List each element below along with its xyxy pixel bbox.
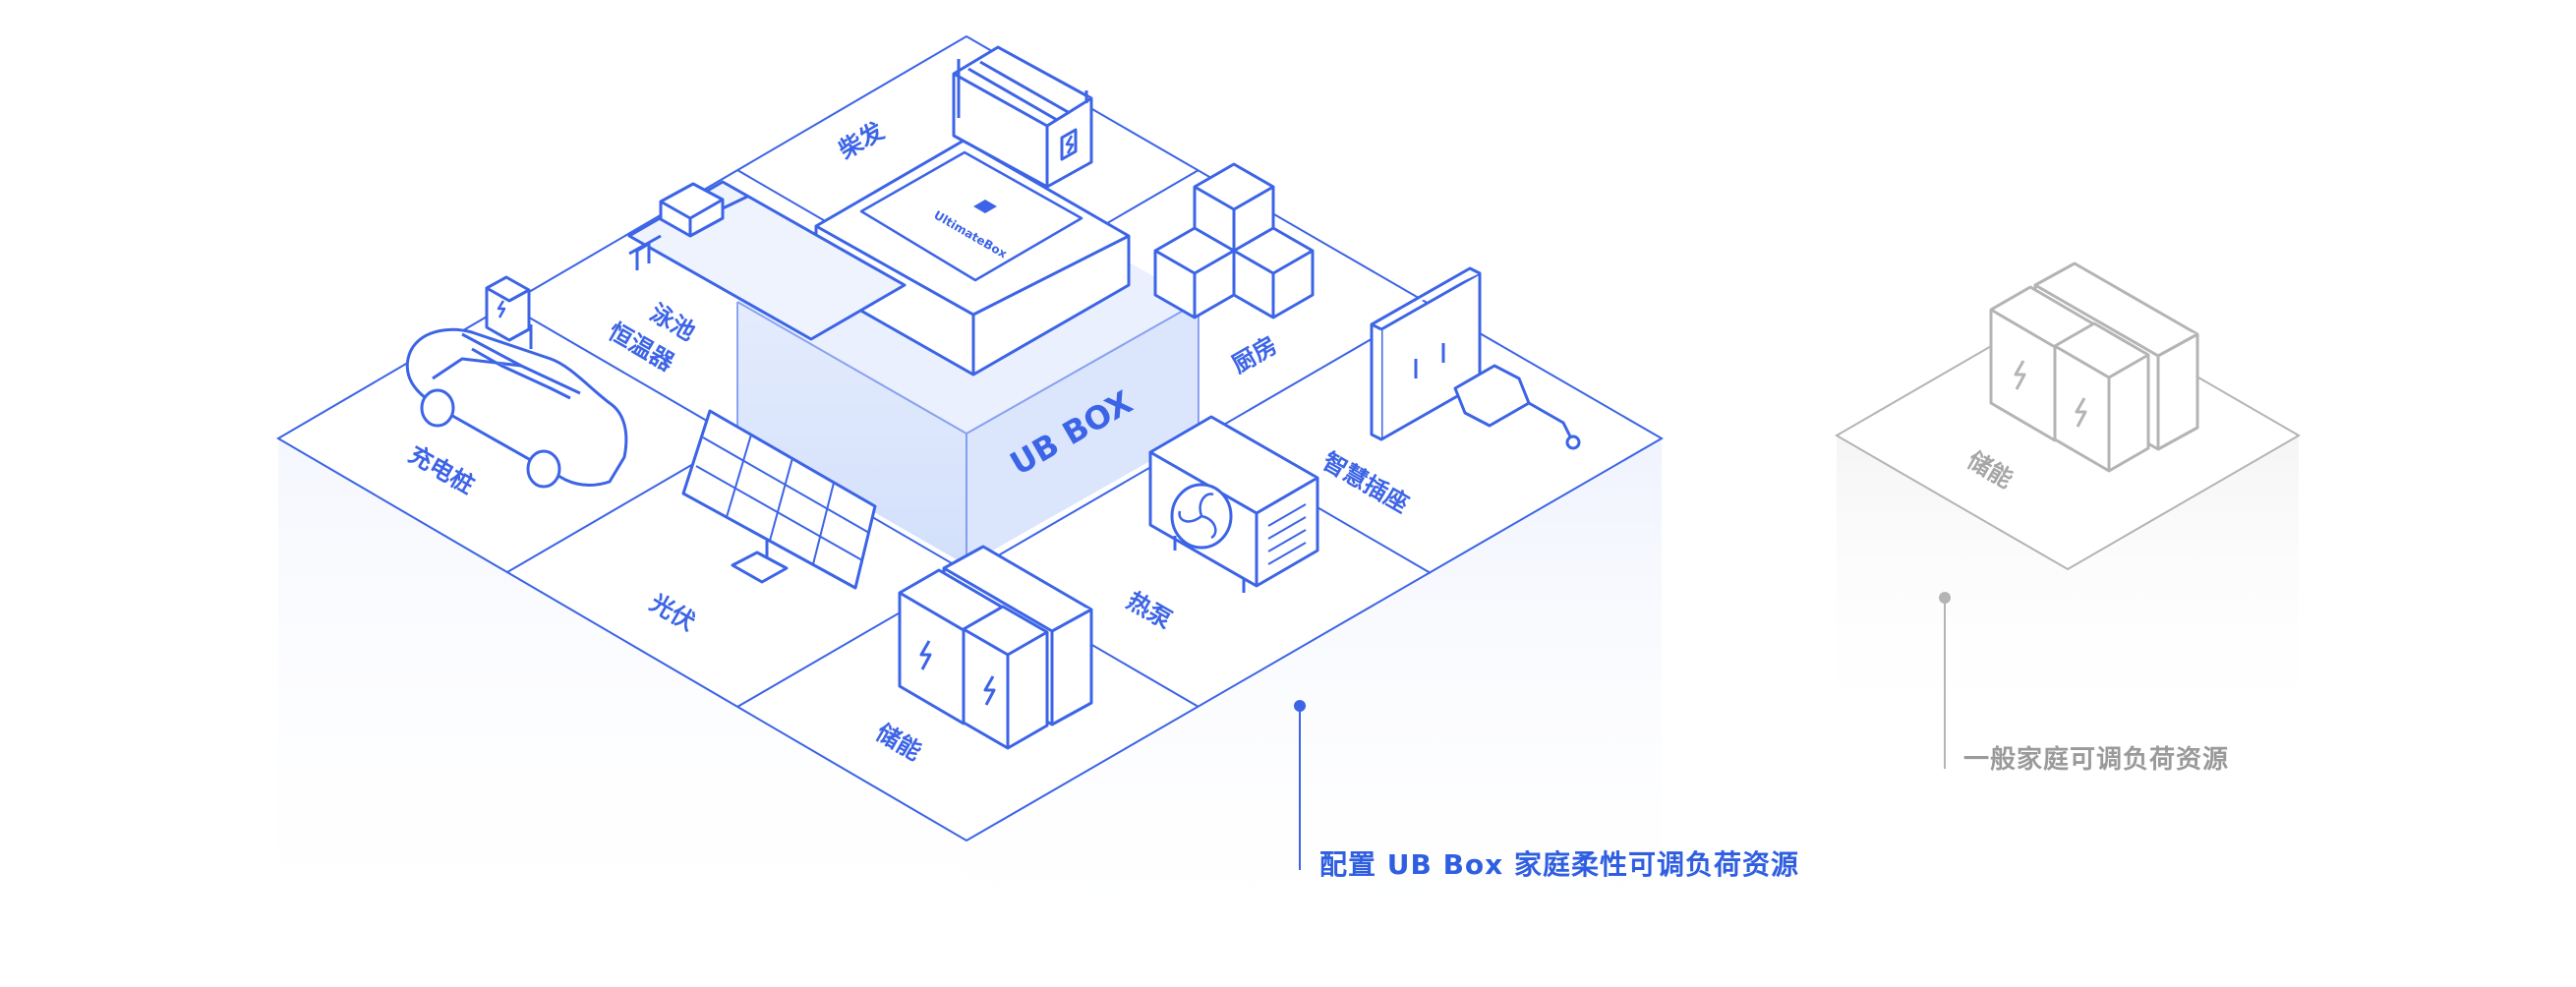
kitchen-icon — [1153, 162, 1315, 319]
car-icon — [405, 327, 628, 489]
main-caption: 配置 UB Box 家庭柔性可调负荷资源 — [1319, 848, 1799, 881]
solar-panel-icon — [681, 409, 877, 590]
platform-edges — [277, 438, 1663, 983]
ultimatebox-device: UltimateBox — [814, 139, 1131, 377]
heat-pump-icon — [1148, 415, 1319, 593]
platform-right-face — [966, 438, 1662, 983]
grey-caption: 一般家庭可调负荷资源 — [1963, 745, 2230, 775]
grey-storage-battery-icon — [1989, 261, 2199, 473]
platform-left-face — [278, 438, 966, 983]
generator-icon — [952, 45, 1093, 189]
storage-battery-icon — [898, 545, 1093, 750]
grey-caption-pointer — [1939, 592, 1951, 769]
charging-pile-icon — [485, 275, 533, 349]
pool-thermostat-icon — [627, 180, 907, 341]
smart-socket-icon — [1370, 266, 1581, 450]
main-caption-pointer — [1294, 700, 1306, 870]
ultimatebox-logo-icon — [973, 200, 997, 213]
